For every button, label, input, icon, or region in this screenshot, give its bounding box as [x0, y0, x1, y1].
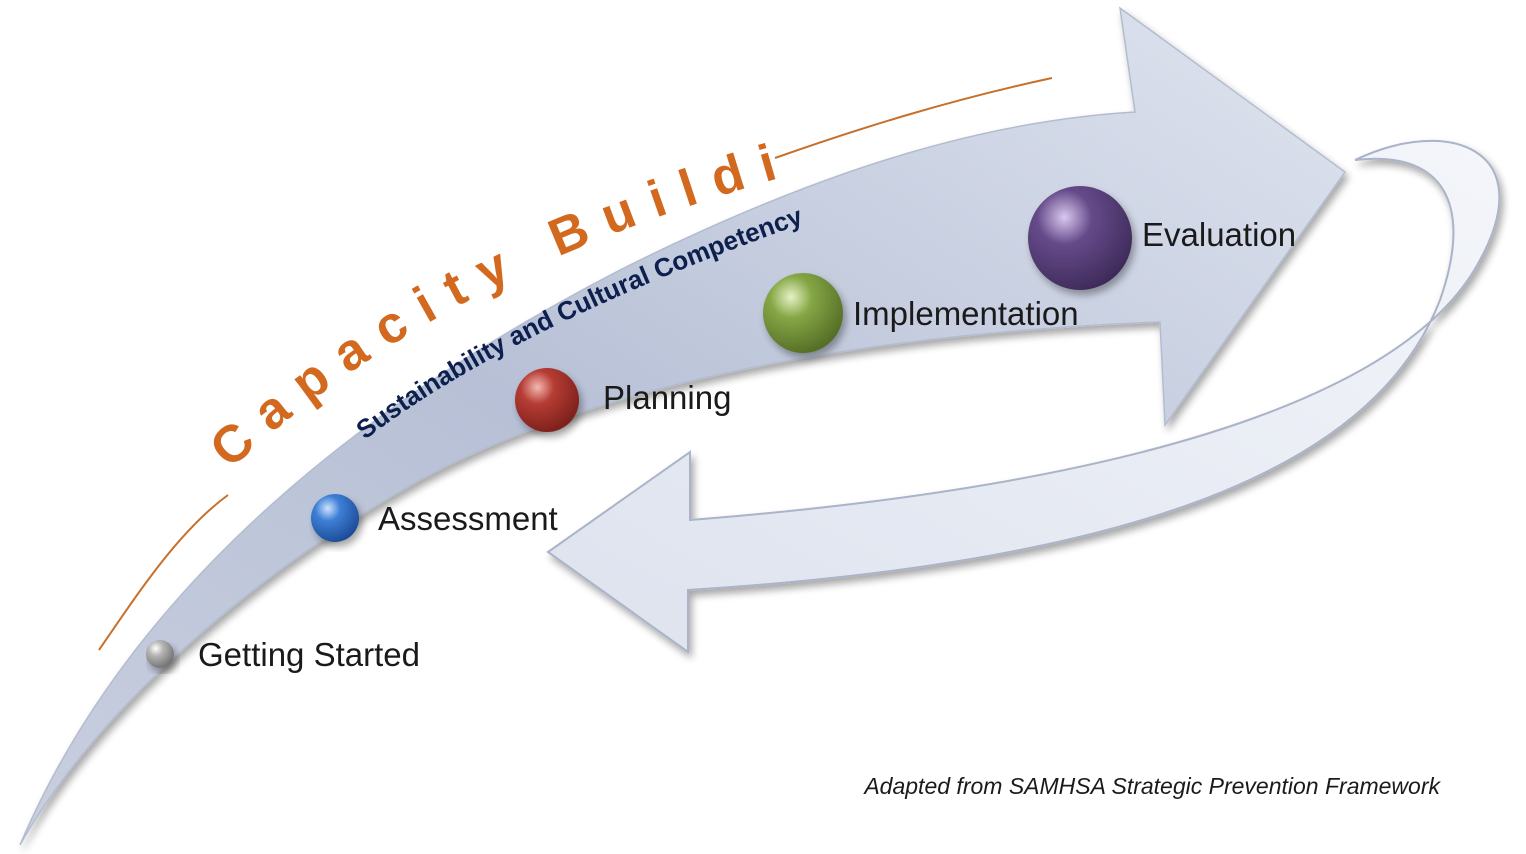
implementation-label: Implementation	[853, 295, 1079, 332]
feedback-loop-arrow	[546, 140, 1501, 654]
forward-process-arrow	[19, 6, 1347, 846]
assessment-orb	[311, 494, 359, 542]
source-note: Adapted from SAMHSA Strategic Prevention…	[862, 773, 1441, 799]
planning-orb	[515, 368, 579, 432]
assessment-label: Assessment	[378, 500, 558, 537]
implementation-orb	[763, 273, 843, 353]
getting-started-label: Getting Started	[198, 636, 420, 673]
evaluation-label: Evaluation	[1142, 216, 1296, 253]
evaluation-orb	[1028, 186, 1132, 290]
getting-started-orb	[146, 640, 174, 668]
capacity-building-underline-upper	[774, 77, 1053, 159]
planning-label: Planning	[603, 379, 731, 416]
capacity-building-underline-lower	[98, 494, 229, 651]
